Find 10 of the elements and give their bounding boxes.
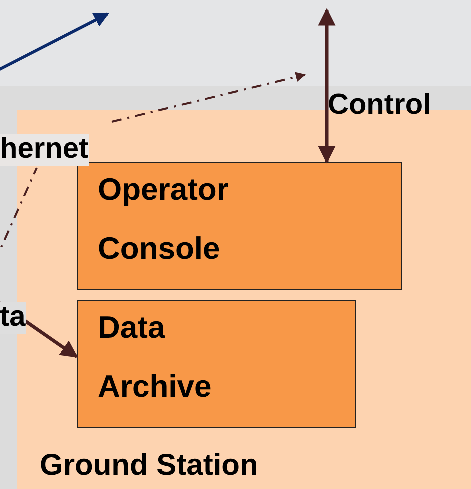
edge-label: Control xyxy=(328,90,432,122)
panel-title: Ground Station xyxy=(40,448,258,484)
process-box xyxy=(77,162,402,290)
process-box xyxy=(77,300,356,428)
arrow xyxy=(318,8,336,164)
arrow xyxy=(112,72,306,123)
box-label: Data Archive xyxy=(98,309,213,406)
box-label: Operator Console xyxy=(98,171,230,268)
edge-label: hernet xyxy=(0,134,89,166)
edge-label: ta xyxy=(0,302,26,334)
